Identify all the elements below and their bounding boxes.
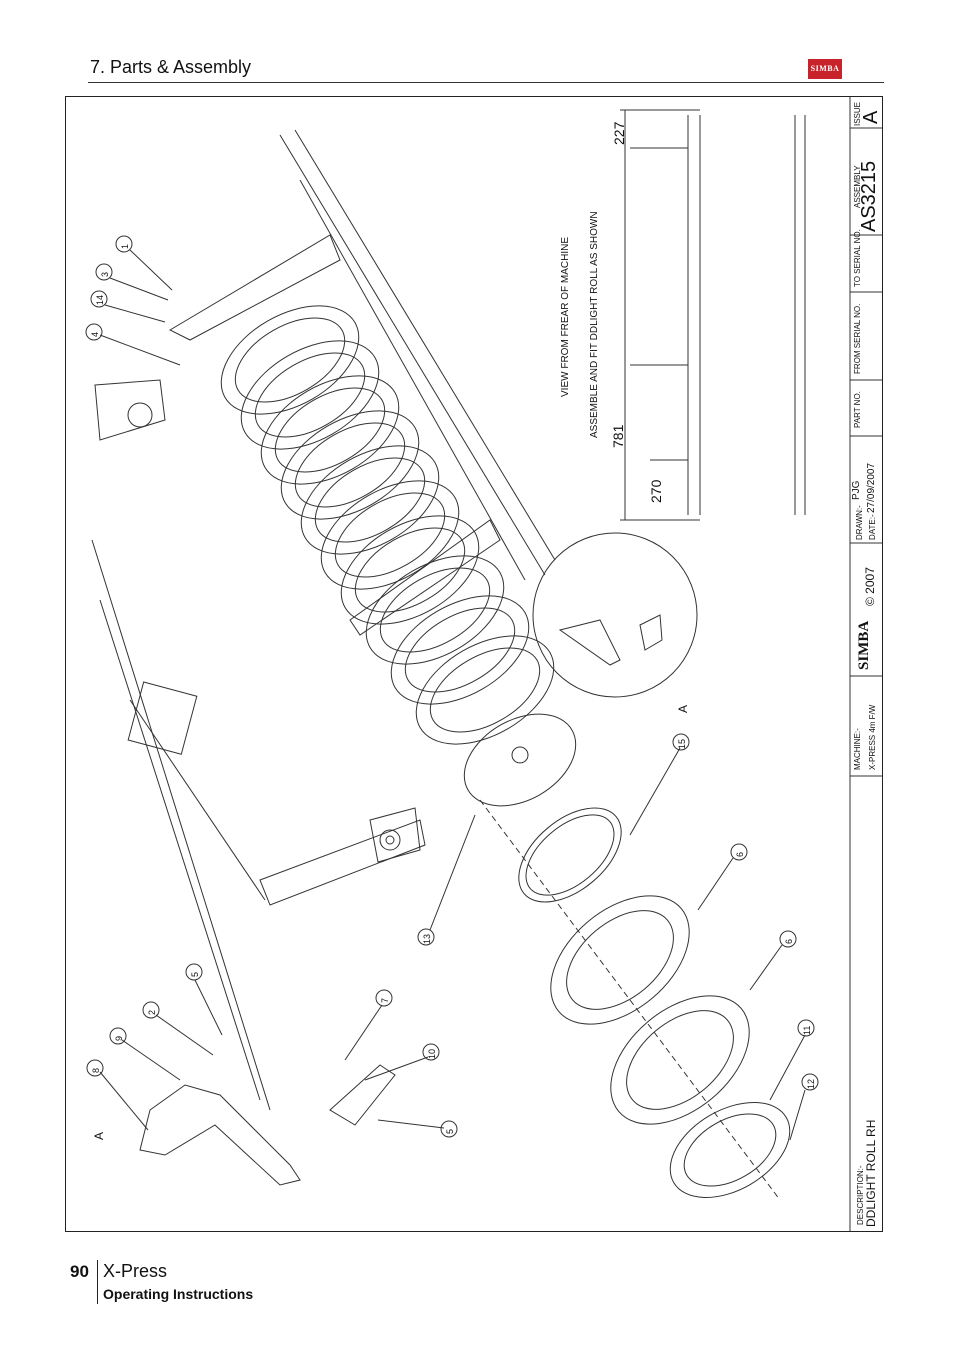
- description-value: DDLIGHT ROLL RH: [864, 1119, 878, 1227]
- assembly-value: AS3215: [858, 160, 880, 232]
- frame-side-view: [91, 379, 426, 1111]
- callout-leaders: [99, 249, 806, 1141]
- drawn-value: PJG: [851, 480, 862, 500]
- machine-value: X-PRESS 4m F/W: [868, 704, 877, 770]
- from-serial-label: FROM SERIAL NO.: [853, 303, 862, 374]
- callout-5b: 5: [445, 1128, 455, 1134]
- bracket-detail: [139, 1064, 396, 1186]
- callout-1: 1: [120, 243, 130, 249]
- to-serial-label: TO SERIAL NO.: [853, 229, 862, 287]
- detail-circle: [532, 532, 698, 698]
- product-name: X-Press: [103, 1261, 168, 1281]
- callout-6b: 6: [784, 938, 794, 944]
- callout-15: 15: [677, 738, 687, 749]
- footer-divider: [97, 1260, 98, 1304]
- callout-circles: [85, 235, 819, 1138]
- callout-7: 7: [380, 997, 390, 1003]
- callout-3: 3: [100, 271, 110, 277]
- date-label: DATE:-: [868, 514, 877, 540]
- callout-11: 11: [802, 1025, 812, 1035]
- section-title: 7. Parts & Assembly: [90, 57, 252, 77]
- header-rule: [88, 82, 884, 83]
- date-value: 27/09/2007: [866, 462, 877, 513]
- title-block-logo: SIMBA: [856, 620, 872, 670]
- callout-8: 8: [91, 1067, 101, 1073]
- callout-5a: 5: [190, 971, 200, 977]
- detail-label-a-bracket: A: [92, 1131, 106, 1140]
- note-assemble: ASSEMBLE AND FIT DDLIGHT ROLL AS SHOWN: [589, 211, 600, 438]
- callout-6a: 6: [735, 851, 745, 857]
- plan-view: [620, 109, 806, 521]
- callout-13: 13: [422, 933, 432, 944]
- simba-logo: SIMBA: [808, 59, 842, 79]
- dimension-781: 781: [610, 424, 626, 448]
- drawn-label: DRAWN:-: [855, 505, 864, 540]
- part-no-label: PART NO.: [853, 391, 862, 428]
- callout-12: 12: [806, 1078, 816, 1089]
- copyright: © 2007: [863, 567, 877, 606]
- note-view: VIEW FROM FREAR OF MACHINE: [560, 237, 571, 397]
- detail-label-a: A: [676, 704, 690, 713]
- issue-value: A: [860, 110, 882, 124]
- footer-subtitle: Operating Instructions: [103, 1286, 254, 1302]
- roller-discs: [220, 305, 577, 807]
- callout-10: 10: [427, 1048, 437, 1059]
- machine-label: MACHINE:-: [853, 728, 862, 770]
- dimension-227: 227: [611, 121, 627, 145]
- callout-9: 9: [114, 1035, 124, 1041]
- dimension-270: 270: [648, 479, 664, 503]
- page-number: 90: [70, 1262, 89, 1281]
- exploded-parts: [479, 799, 791, 1201]
- callout-14: 14: [95, 294, 105, 305]
- callout-2: 2: [147, 1009, 157, 1015]
- scraper-bar: [168, 129, 556, 636]
- drawing-frame: [65, 96, 883, 1232]
- callout-4: 4: [90, 331, 100, 337]
